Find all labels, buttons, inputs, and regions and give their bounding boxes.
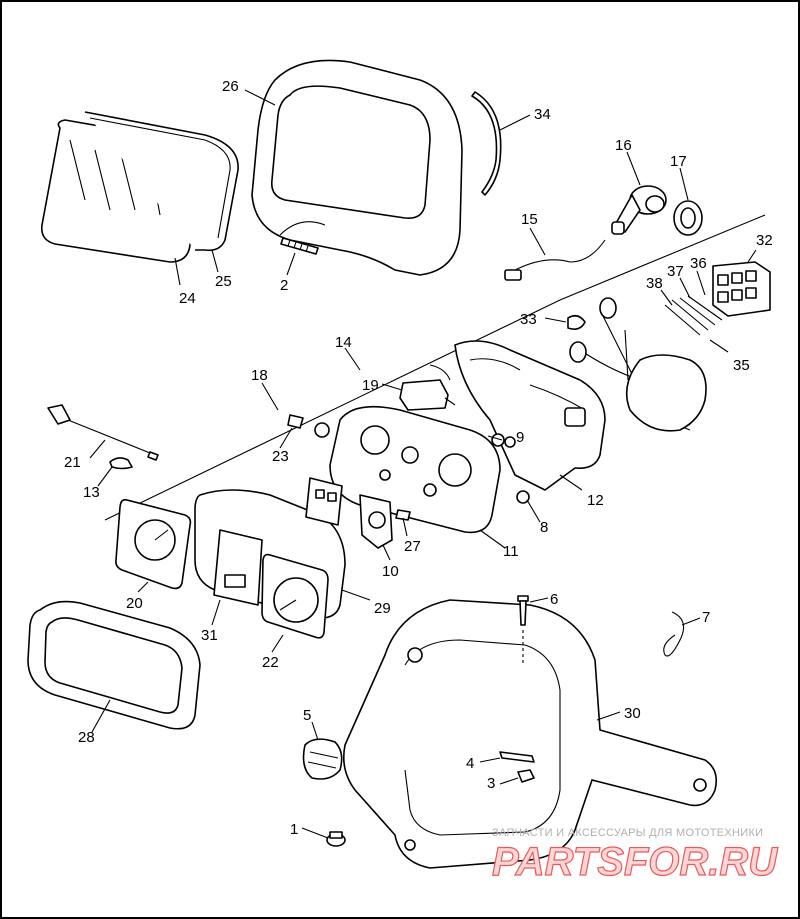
callout-label-33: 33 [520, 311, 537, 328]
callout-label-9: 9 [516, 429, 524, 446]
part-12-back-housing [454, 340, 606, 491]
callout-label-18: 18 [251, 367, 268, 384]
part-13-clip [109, 457, 133, 470]
callout-label-25: 25 [215, 273, 232, 290]
callout-label-37: 37 [667, 263, 684, 280]
callout-label-21: 21 [64, 454, 81, 471]
part-26-cover [251, 59, 463, 276]
part-1-foot [326, 831, 346, 847]
part-4-clamp [499, 751, 535, 763]
watermark-caption: ЗАПЧАСТИ И АКСЕССУАРЫ ДЛЯ МОТОТЕХНИКИ [492, 827, 763, 839]
part-19-socket [399, 364, 456, 411]
part-10-bracket [359, 494, 393, 549]
part-22-speedometer [261, 553, 329, 639]
callout-label-29: 29 [374, 600, 391, 617]
callout-label-35: 35 [733, 357, 750, 374]
part-15-cable [504, 239, 606, 281]
part-34-trim-strip [471, 91, 502, 196]
part-11-meter-case [329, 405, 501, 534]
part-31-display [213, 529, 263, 606]
callout-label-36: 36 [690, 255, 707, 272]
callout-label-11: 11 [503, 543, 519, 560]
callout-label-17: 17 [670, 153, 687, 170]
watermark-brand: PARTSFOR.RU [492, 840, 778, 884]
part-5-grommet [302, 738, 343, 780]
callout-label-5: 5 [303, 707, 311, 724]
callout-label-28: 28 [78, 729, 95, 746]
callout-label-8: 8 [540, 519, 548, 536]
callout-label-14: 14 [335, 334, 352, 351]
part-2-screw [280, 237, 319, 255]
callout-label-19: 19 [362, 377, 379, 394]
part-32-connector [712, 261, 771, 317]
part-14-block [305, 477, 343, 526]
callout-label-10: 10 [382, 563, 399, 580]
part-33-bulb [567, 314, 586, 330]
part-8-grommet [516, 490, 530, 504]
callout-label-12: 12 [587, 492, 604, 509]
part-3-nut [517, 769, 535, 783]
part-23-bolt [287, 414, 330, 438]
callout-label-13: 13 [83, 484, 100, 501]
callout-labels: 1234567891011121314151617181920212223242… [64, 78, 773, 838]
callout-label-22: 22 [262, 654, 279, 671]
callout-label-15: 15 [521, 211, 538, 228]
callout-label-4: 4 [466, 755, 474, 772]
callout-label-23: 23 [272, 448, 289, 465]
part-21-speedo-cable [47, 404, 159, 461]
part-6-bolt [517, 595, 529, 665]
callout-label-26: 26 [222, 78, 239, 95]
part-9-nut [491, 433, 516, 448]
callout-label-2: 2 [280, 277, 288, 294]
callout-label-7: 7 [702, 609, 710, 626]
callout-label-16: 16 [615, 137, 632, 154]
part-17-washer [673, 200, 703, 236]
group-separator-line [104, 214, 766, 521]
callout-label-32: 32 [756, 232, 773, 249]
part-27-screw [395, 509, 411, 521]
callout-label-30: 30 [624, 705, 641, 722]
callout-label-24: 24 [179, 290, 196, 307]
part-30-bracket [342, 599, 718, 869]
part-20-gauge [115, 498, 192, 590]
callout-label-34: 34 [534, 106, 551, 123]
leader-lines [89, 89, 757, 839]
part-28-visor [27, 600, 201, 730]
callout-label-31: 31 [201, 627, 218, 644]
part-25-gasket [84, 111, 239, 252]
callout-label-20: 20 [126, 595, 143, 612]
part-7-spring-clip [663, 611, 685, 657]
callout-label-38: 38 [646, 275, 663, 292]
callout-label-27: 27 [404, 538, 421, 555]
part-16-sensor [611, 185, 667, 235]
callout-label-1: 1 [290, 821, 298, 838]
part-35-harness [569, 295, 723, 432]
callout-label-3: 3 [487, 775, 495, 792]
callout-label-6: 6 [550, 591, 558, 608]
part-18-screw [271, 399, 279, 411]
